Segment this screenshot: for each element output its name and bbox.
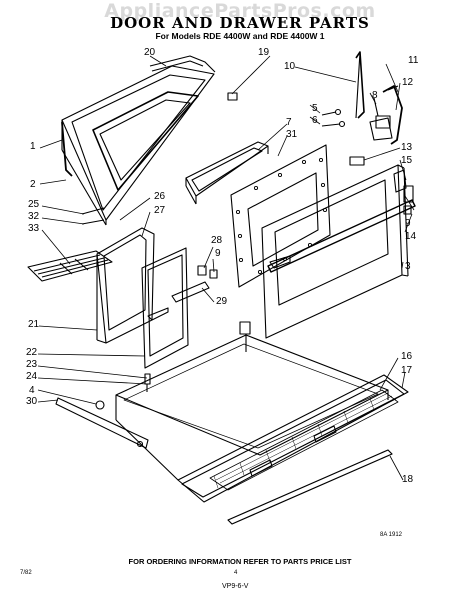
- hinge-spring: [382, 85, 403, 145]
- diagram-subtitle: For Models RDE 4400W and RDE 4400W 1: [155, 31, 325, 41]
- door-hinge: [355, 51, 393, 141]
- art-code: 8A 1912: [380, 532, 403, 538]
- inner-perforated-panel: [230, 144, 331, 288]
- callout-3: 3: [405, 261, 411, 272]
- drawer-front-panel: [177, 374, 409, 503]
- callout-6: 6: [312, 115, 318, 126]
- callout-23: 23: [26, 359, 38, 370]
- pin-23: [144, 373, 151, 385]
- callout-31: 31: [286, 129, 298, 140]
- ordering-note: FOR ORDERING INFORMATION REFER TO PARTS …: [128, 557, 352, 566]
- callout-28: 28: [211, 235, 223, 246]
- drawer-rail: [55, 397, 149, 449]
- side-trim: [61, 121, 73, 177]
- callout-9-right: 9: [405, 218, 411, 229]
- callout-1: 1: [30, 141, 36, 152]
- callout-29: 29: [216, 296, 228, 307]
- callout-26: 26: [154, 191, 166, 202]
- drawer-side-frame: [96, 227, 155, 344]
- callout-8: 8: [372, 90, 378, 101]
- callout-4: 4: [29, 385, 35, 396]
- callout-5: 5: [312, 103, 318, 114]
- callout-22: 22: [26, 347, 38, 358]
- window-assembly: [185, 141, 269, 205]
- drawer-roller: [95, 400, 105, 410]
- callout-32: 32: [28, 211, 40, 222]
- page-mark: 4: [234, 570, 238, 576]
- door-bracket: [349, 156, 407, 193]
- diagram-title: DOOR AND DRAWER PARTS: [110, 14, 370, 32]
- callout-20: 20: [144, 47, 156, 58]
- callout-17: 17: [401, 365, 413, 376]
- small-fasteners: [81, 207, 218, 279]
- drawer-bottom-trim: [227, 449, 393, 525]
- callout-25: 25: [28, 199, 40, 210]
- left-code: 7/82: [20, 570, 32, 576]
- watermark: AppliancePartsPros.com: [104, 0, 376, 22]
- drawer-liner: [141, 247, 210, 369]
- callout-14: 14: [405, 231, 417, 242]
- callout-7: 7: [286, 117, 292, 128]
- outer-door-front: [261, 164, 409, 339]
- outer-door-panel: [61, 65, 215, 226]
- callout-27: 27: [154, 205, 166, 216]
- callout-2: 2: [30, 179, 36, 190]
- callout-18: 18: [402, 474, 414, 485]
- callout-11: 11: [408, 55, 419, 66]
- callout-10: 10: [284, 61, 296, 72]
- callout-33: 33: [28, 223, 40, 234]
- bottom-code: VP9-6-V: [222, 583, 249, 590]
- callout-15: 15: [401, 155, 413, 166]
- callout-21: 21: [28, 319, 40, 330]
- callout-9-left: 9: [215, 248, 221, 259]
- callout-12: 12: [402, 77, 414, 88]
- callout-13: 13: [401, 142, 413, 153]
- callout-19: 19: [258, 47, 270, 58]
- callout-16: 16: [401, 351, 413, 362]
- callout-30: 30: [26, 396, 38, 407]
- broiler-rack: [27, 250, 113, 282]
- top-trim: [149, 55, 216, 73]
- leader-lines: [37, 55, 415, 481]
- callout-24: 24: [26, 371, 38, 382]
